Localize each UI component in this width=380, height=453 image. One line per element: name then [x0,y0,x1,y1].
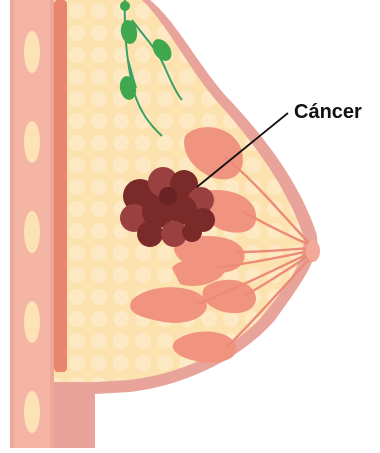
muscle-band [54,0,67,372]
lymph-node [120,1,130,11]
cancer-label: Cáncer [294,101,362,123]
tumor-cell [159,187,177,205]
nipple [306,240,320,262]
rib-oval [24,211,40,253]
tumor-cell [137,221,163,247]
rib-oval [24,121,40,163]
rib-oval [24,31,40,73]
rib-oval [24,391,40,433]
tumor-cell [182,222,202,242]
rib-oval [24,301,40,343]
